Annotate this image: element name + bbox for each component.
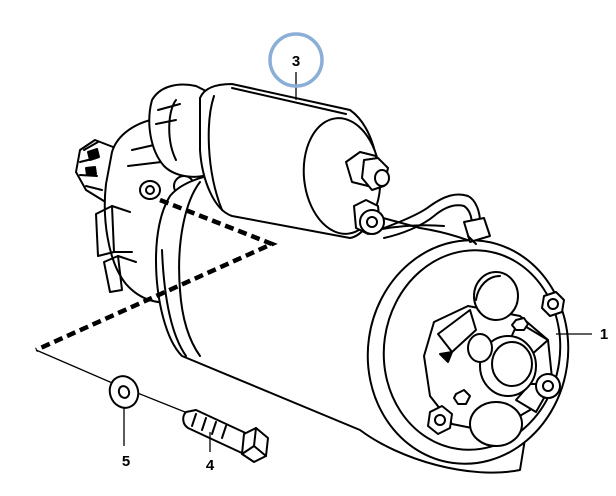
callout-label-1: 1	[600, 326, 608, 343]
washer	[108, 375, 140, 446]
callout-label-4: 4	[206, 457, 215, 474]
solenoid-terminals	[345, 151, 390, 235]
callout-label-5: 5	[122, 453, 130, 470]
solenoid	[148, 72, 390, 239]
mounting-bolt	[182, 409, 269, 463]
bolt-alignment-dashed-line	[35, 197, 278, 353]
end-cap-bolts	[427, 291, 565, 435]
connecting-cable	[383, 193, 491, 245]
solenoid-highlight-circle	[268, 32, 324, 88]
front-end-cap	[366, 239, 570, 465]
bolt-axis-line	[35, 349, 201, 419]
callout-label-3: 3	[292, 53, 300, 70]
